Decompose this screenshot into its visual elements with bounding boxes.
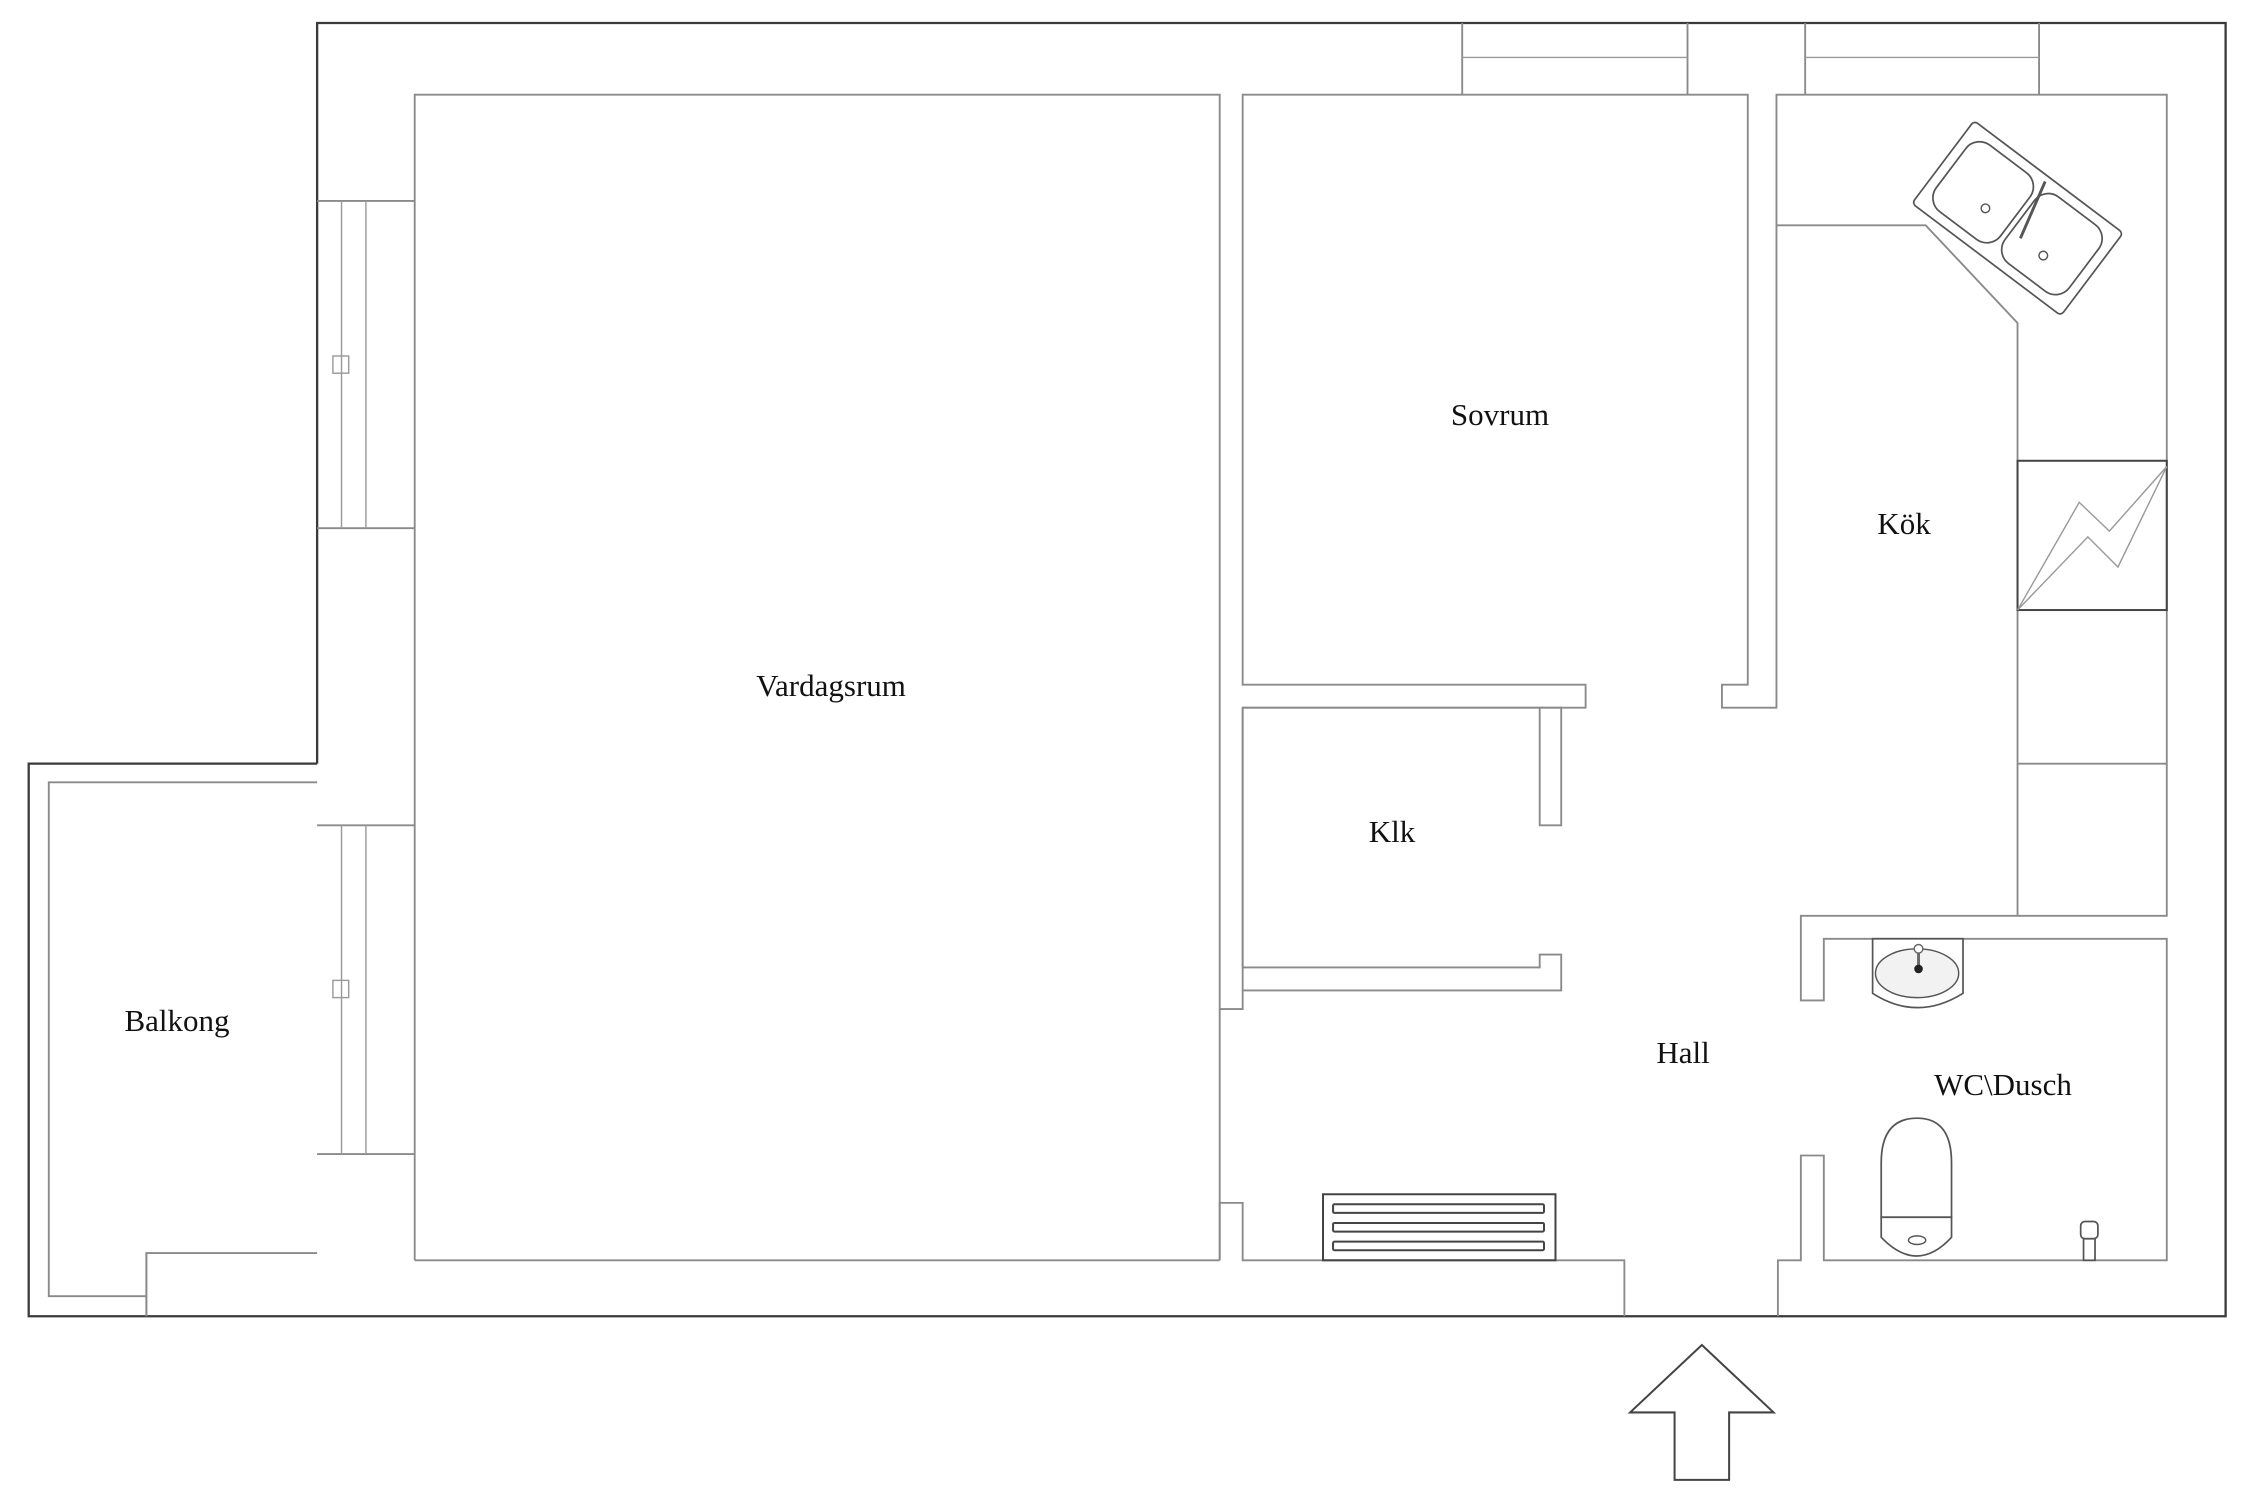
stove-icon [2016,459,2168,612]
room-label-wc-dusch: WC\Dusch [1934,1067,2072,1102]
toilet-icon [1880,1117,1953,1257]
living-room-walls [317,93,1221,1262]
room-label-hall: Hall [1656,1035,1710,1070]
floor-drain-icon [2079,1220,2099,1262]
outer-walls [27,21,2227,1318]
kitchen-counter [1776,224,2167,916]
room-label-klk: Klk [1368,814,1416,849]
room-label-kok: Kök [1877,506,1931,541]
top-windows [1461,22,2040,95]
closet-walls [1241,706,1563,992]
radiator-icon [1322,1193,1557,1262]
washbasin-icon [1871,937,1964,1009]
balcony-outline [47,781,318,1317]
room-label-vardagsrum: Vardagsrum [756,668,906,703]
double-sink-icon [1912,121,2123,315]
room-label-sovrum: Sovrum [1450,397,1550,432]
room-label-balkong: Balkong [124,1003,230,1038]
entrance-arrow-icon [1627,1343,1777,1481]
south-inner-wall [145,93,2168,1317]
